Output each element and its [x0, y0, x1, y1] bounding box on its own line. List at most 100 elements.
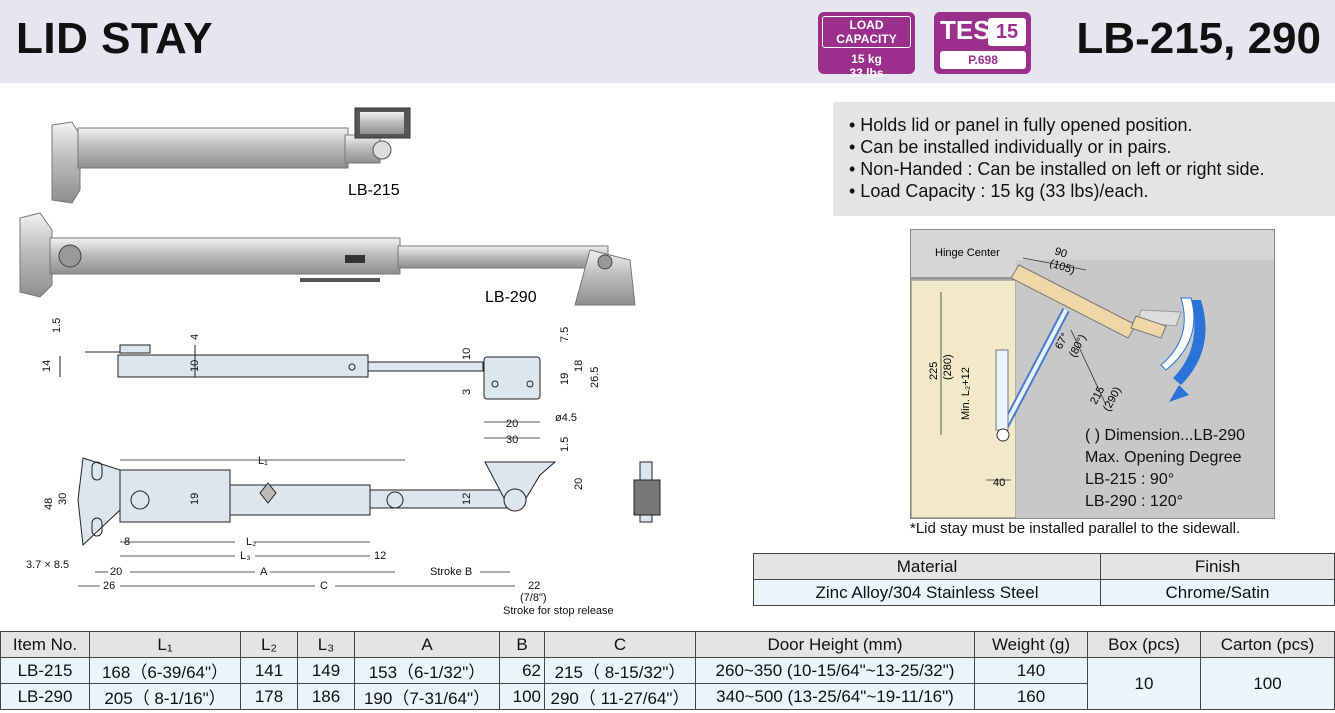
- load-capacity-lbs: 33 lbs: [849, 66, 884, 80]
- spec-cell: 100: [499, 683, 545, 710]
- dim-19b: 19: [189, 493, 201, 505]
- dim-12: 12: [461, 493, 473, 505]
- feature-item: • Load Capacity : 15 kg (33 lbs)/each.: [849, 181, 1149, 201]
- finish-header: Finish: [1100, 553, 1335, 580]
- dim-18: 18: [573, 360, 585, 372]
- dim-l2: L₂: [246, 536, 256, 548]
- dim-stop-release: Stroke for stop release: [503, 605, 614, 617]
- spec-table: Item No. L₁ L₂ L₃ A B C Door Height (mm)…: [0, 631, 1335, 710]
- lb-215-photo: [51, 107, 411, 204]
- dim-1-5: 1.5: [51, 318, 63, 333]
- spec-cell: LB-215: [0, 657, 90, 684]
- dim-c: C: [320, 580, 328, 592]
- dim-7-8: (7/8"): [520, 592, 547, 604]
- table-row: LB-215 168（6-39/64"） 141 149 153（6-1/32"…: [0, 657, 1335, 710]
- box-qty: 10: [1087, 657, 1201, 710]
- dim-10: 10: [189, 360, 201, 372]
- dim-19: 19: [559, 373, 571, 385]
- dim-225: 225: [928, 362, 940, 380]
- dim-22: 22: [528, 580, 540, 592]
- spec-cell: 149: [297, 657, 355, 684]
- spec-cell: 168（6-39/64"）: [89, 657, 241, 684]
- spec-header: Door Height (mm): [695, 631, 975, 658]
- dim-l3: L₃: [240, 550, 251, 562]
- load-capacity-heading: LOAD CAPACITY: [822, 16, 911, 48]
- feature-item: • Holds lid or panel in fully opened pos…: [849, 115, 1193, 135]
- spec-cell: LB-290: [0, 683, 90, 710]
- carton-qty: 100: [1200, 657, 1335, 710]
- spec-cell: 141: [240, 657, 298, 684]
- spec-header: L₃: [297, 631, 355, 658]
- info-dimension: ( ) Dimension...LB-290: [1085, 427, 1246, 444]
- feature-item: • Can be installed individually or in pa…: [849, 137, 1172, 157]
- material-table: Material Finish Zinc Alloy/304 Stainless…: [753, 553, 1335, 606]
- load-capacity-kg: 15 kg: [851, 52, 882, 66]
- dim-90: 90: [1053, 245, 1068, 260]
- top-view-drawing: [77, 457, 661, 547]
- dim-4: 4: [189, 334, 201, 340]
- header-bar: LID STAY LOAD CAPACITY 15 kg 33 lbs TEST…: [0, 0, 1335, 83]
- dim-a: A: [260, 566, 268, 578]
- spec-cell: 140: [974, 657, 1088, 684]
- dim-20c: 20: [110, 566, 122, 578]
- dim-l1: L₁: [258, 455, 268, 467]
- features-box: • Holds lid or panel in fully opened pos…: [833, 102, 1335, 216]
- dim-26: 26: [103, 580, 115, 592]
- opening-diagram-svg: Hinge Center 90 (105) 225 (280) Min. L₂+…: [911, 245, 1274, 518]
- spec-header: L₂: [240, 631, 298, 658]
- test-badge: TEST 15 P.698: [934, 12, 1031, 74]
- spec-cell: 62: [499, 657, 545, 684]
- photo-label-lb-290: LB-290: [485, 289, 537, 306]
- page-title: LID STAY: [16, 14, 214, 63]
- dim-40: 40: [993, 477, 1005, 489]
- dim-12b: 12: [374, 550, 386, 562]
- dim-10b: 10: [461, 348, 473, 360]
- spec-cell: 186: [297, 683, 355, 710]
- dim-30b: 30: [57, 493, 69, 505]
- spec-header: Item No.: [0, 631, 90, 658]
- dim-hole-size: 3.7 × 8.5: [26, 559, 69, 571]
- spec-header: L₁: [89, 631, 241, 658]
- spec-cell: 205（ 8-1/16"）: [89, 683, 241, 710]
- dim-3: 3: [461, 389, 473, 395]
- installation-note: *Lid stay must be installed parallel to …: [910, 520, 1241, 537]
- photo-label-lb-215: LB-215: [348, 182, 400, 199]
- test-page-ref: P.698: [940, 51, 1026, 69]
- dim-30: 30: [506, 434, 518, 446]
- table-row: LB-290 205（ 8-1/16"） 178 186 190（7-31/64…: [0, 683, 1335, 710]
- spec-cell: 290（ 11-27/64"）: [544, 683, 696, 710]
- load-capacity-badge: LOAD CAPACITY 15 kg 33 lbs: [818, 12, 915, 80]
- dim-1-5b: 1.5: [559, 437, 571, 452]
- feature-item: • Non-Handed : Can be installed on left …: [849, 159, 1265, 179]
- dim-min: Min. L₂+12: [960, 367, 972, 420]
- side-view-drawing: [59, 344, 541, 400]
- spec-cell: 215（ 8-15/32"）: [544, 657, 696, 684]
- spec-cell: 340~500 (13-25/64"~19-11/16"): [695, 683, 975, 710]
- spec-header: Carton (pcs): [1200, 631, 1335, 658]
- dim-26-5: 26.5: [589, 367, 601, 388]
- dim-hole-dia: ø4.5: [555, 412, 577, 424]
- info-max-opening: Max. Opening Degree: [1085, 449, 1242, 466]
- spec-cell: 178: [240, 683, 298, 710]
- model-number: LB-215, 290: [1076, 14, 1321, 63]
- dim-7-5: 7.5: [559, 327, 571, 342]
- test-number: 15: [988, 18, 1026, 46]
- spec-cell: 260~350 (10-15/64"~13-25/32"): [695, 657, 975, 684]
- dim-280: (280): [942, 354, 954, 380]
- spec-header: Weight (g): [974, 631, 1088, 658]
- info-lb-290: LB-290 : 120°: [1085, 493, 1184, 510]
- spec-cell: 153（6-1/32"）: [354, 657, 500, 684]
- product-drawing: LB-215 LB-290 1.5 4 14 10 10 7.5 19 18 2…: [19, 107, 661, 617]
- info-lb-215: LB-215 : 90°: [1085, 471, 1175, 488]
- lb-290-photo: [19, 212, 636, 306]
- dim-20b: 20: [573, 478, 585, 490]
- finish-value: Chrome/Satin: [1100, 579, 1335, 606]
- dim-48: 48: [43, 498, 55, 510]
- hinge-center-label: Hinge Center: [935, 247, 1000, 259]
- dim-20: 20: [506, 418, 518, 430]
- material-value: Zinc Alloy/304 Stainless Steel: [753, 579, 1101, 606]
- spec-cell: 190（7-31/64"）: [354, 683, 500, 710]
- spec-header: A: [354, 631, 500, 658]
- spec-header: C: [544, 631, 696, 658]
- spec-header: Box (pcs): [1087, 631, 1201, 658]
